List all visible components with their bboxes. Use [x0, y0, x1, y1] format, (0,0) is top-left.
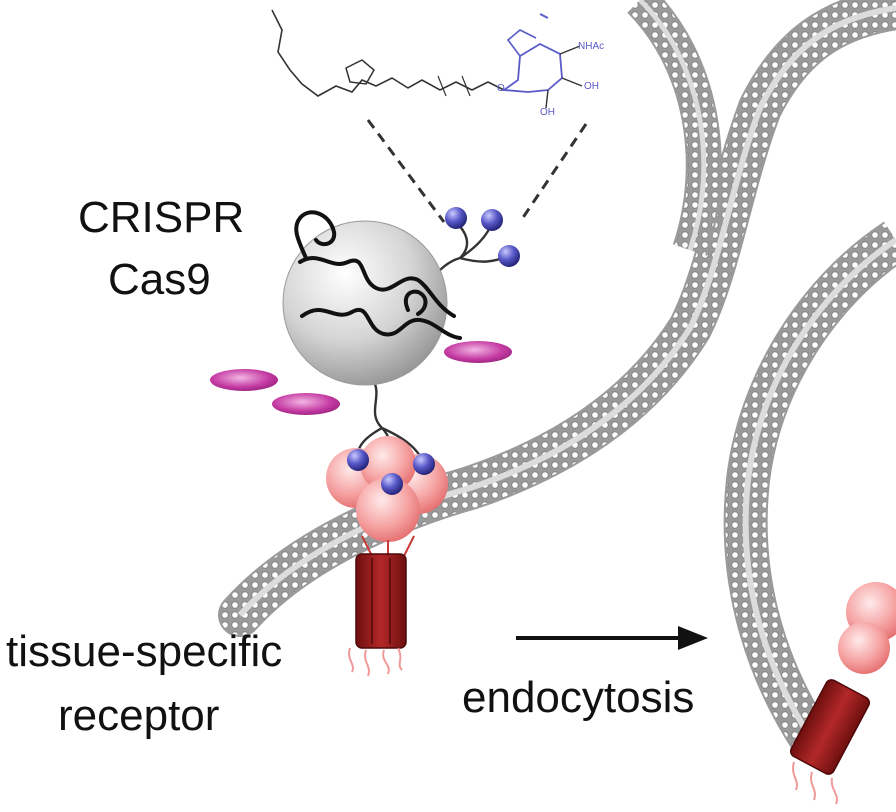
ligand-ball-icon: [347, 449, 369, 471]
cell-membrane-vesicle: [723, 221, 896, 752]
transmembrane-receptor-icon: [348, 535, 415, 677]
receptor-label: receptor: [58, 691, 220, 740]
internalized-receptor-icon: [789, 582, 896, 805]
zoom-line-right: [518, 123, 588, 223]
chem-nhac-label: NHAc: [578, 41, 605, 52]
zoom-line-left: [366, 119, 446, 223]
chem-oh-label-1: OH: [584, 81, 599, 92]
cas9-label: Cas9: [108, 255, 211, 304]
chem-o-label: O: [497, 83, 505, 94]
guide-rna-strand: [294, 210, 462, 340]
crispr-label: CRISPR: [78, 193, 245, 242]
purple-disk-icon: [210, 369, 278, 391]
ligand-ball-icon: [445, 207, 467, 229]
cas9-protein-sphere-icon: [282, 220, 448, 386]
galnac-sugar-structure-icon: [271, 9, 583, 109]
ligand-ball-icon: [381, 473, 403, 495]
purple-disk-icon: [272, 393, 340, 415]
purple-disk-icon: [444, 341, 512, 363]
ligand-ball-icon: [498, 245, 520, 267]
ligand-ball-icon: [413, 453, 435, 475]
right-arrow-icon: [516, 626, 708, 650]
tissue-specific-label: tissue-specific: [6, 627, 283, 676]
endocytosis-label: endocytosis: [462, 673, 695, 722]
chem-oh-label-2: OH: [540, 107, 555, 118]
ligand-ball-icon: [481, 209, 503, 231]
